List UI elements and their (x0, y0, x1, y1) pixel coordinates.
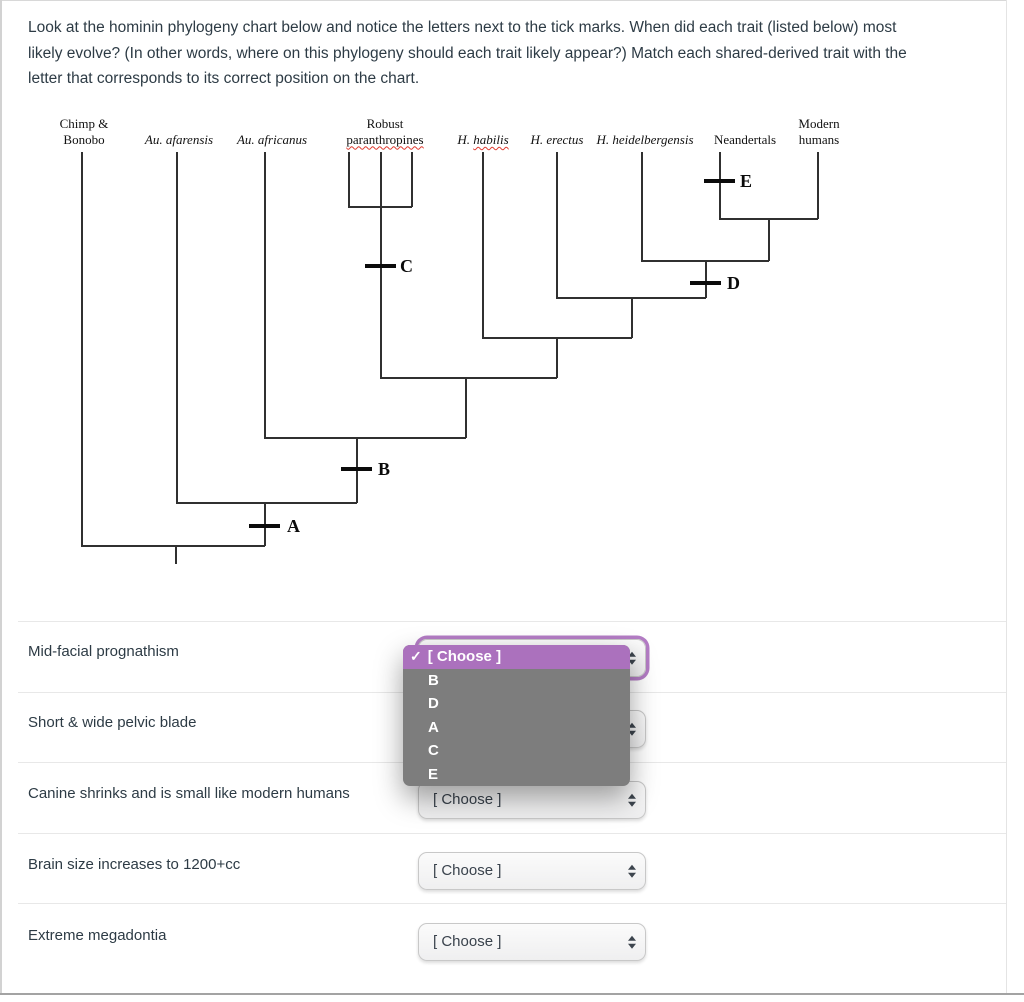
node-bar-neandertal-human (719, 218, 818, 220)
row-separator (18, 903, 1006, 904)
stem-heidelbergensis-clade (705, 260, 707, 298)
tip-line-paranthropine-1 (348, 152, 350, 207)
tip-line-h-erectus (556, 152, 558, 298)
stem-erectus-clade (631, 297, 633, 338)
tip-line-h-habilis (482, 152, 484, 338)
select-stepper-icon (628, 935, 636, 949)
row-separator (18, 621, 1006, 622)
tick-mark-D (690, 281, 721, 286)
trait-label-extreme-megadontia: Extreme megadontia (28, 927, 167, 944)
node-bar-paranthropines (348, 206, 412, 208)
tick-mark-C (365, 264, 396, 269)
tip-line-paranthropine-3 (411, 152, 413, 207)
taxon-label-au-afarensis: Au. afarensis (144, 132, 214, 147)
trait-label-pelvic-blade: Short & wide pelvic blade (28, 714, 197, 731)
trait-label-brain-size: Brain size increases to 1200+cc (28, 856, 241, 873)
trait-label-canine-shrinks: Canine shrinks and is small like modern … (28, 785, 350, 802)
node-bar-afarensis (176, 502, 357, 504)
node-bar-heidelbergensis (641, 260, 769, 262)
stem-neandertal-human-clade (768, 218, 770, 261)
question-line: Look at the hominin phylogeny chart belo… (28, 19, 897, 36)
taxon-label-neandertals: Neandertals (713, 132, 777, 147)
question-line: likely evolve? (In other words, where on… (28, 44, 907, 62)
tip-line-au-afarensis (176, 152, 178, 503)
panel-border-left (0, 0, 2, 994)
question-text: Look at the hominin phylogeny chart belo… (28, 15, 1003, 92)
taxon-label-h-heidelbergensis: H. heidelbergensis (596, 132, 694, 147)
node-bar-root (81, 545, 265, 547)
dropdown-option-A[interactable]: A (428, 718, 439, 736)
dropdown-option-C[interactable]: C (428, 742, 439, 759)
trait-select-brain-size[interactable]: [ Choose ] (418, 852, 646, 890)
tick-letter-C: C (400, 256, 413, 276)
trait-select-extreme-megadontia[interactable]: [ Choose ] (418, 923, 646, 961)
taxon-label-robust-paranthropines: Robust paranthropines (346, 116, 424, 147)
tip-line-modern-humans (817, 152, 819, 219)
tick-letter-D: D (727, 273, 740, 293)
select-stepper-icon (628, 864, 636, 878)
taxon-label-h-erectus: H. erectus (530, 132, 584, 147)
stem-habilis-clade (556, 337, 558, 378)
dropdown-option-B[interactable]: B (428, 671, 439, 689)
node-bar-erectus (556, 297, 706, 299)
root-stem (175, 545, 177, 564)
panel-border-right (1006, 0, 1007, 994)
node-bar-africanus (264, 437, 466, 439)
checkmark-icon: ✓ (410, 648, 422, 664)
tick-mark-A (249, 524, 280, 529)
tick-mark-B (341, 467, 372, 472)
tick-mark-E (704, 179, 735, 184)
select-stepper-icon (628, 651, 636, 665)
panel-border-bottom (0, 993, 1024, 995)
panel-border-top (0, 0, 1007, 1)
tip-line-chimp-bonobo (81, 152, 83, 546)
trait-select-canine-shrinks[interactable]: [ Choose ] (418, 781, 646, 819)
node-bar-habilis (482, 337, 632, 339)
tip-line-h-heidelbergensis (641, 152, 643, 261)
question-line: letter that corresponds to its correct p… (28, 70, 420, 87)
taxon-label-h-habilis: H. habilis (457, 132, 509, 147)
taxon-label-chimp-bonobo: Chimp & Bonobo (59, 116, 109, 147)
tip-line-neandertals (719, 152, 721, 219)
dropdown-option-D[interactable]: D (428, 695, 439, 712)
dropdown-option-choose[interactable]: ✓ [ Choose ] (403, 645, 630, 669)
tick-letter-B: B (378, 459, 391, 479)
taxon-label-modern-humans: Modern humans (798, 116, 840, 147)
taxon-label-au-africanus: Au. africanus (236, 132, 308, 147)
dropdown-option-E[interactable]: E (428, 765, 439, 783)
row-separator (18, 833, 1006, 834)
select-stepper-icon (628, 722, 636, 736)
dropdown-menu: ✓ [ Choose ] B D A C E (403, 645, 630, 786)
trait-label-mid-facial-prognathism: Mid-facial prognathism (28, 643, 179, 660)
tick-letter-E: E (740, 171, 753, 191)
select-stepper-icon (628, 793, 636, 807)
stem-paranthropine-homo-clade (465, 377, 467, 438)
node-bar-paranthropine-homo (380, 377, 557, 379)
tip-line-au-africanus (264, 152, 266, 438)
tick-letter-A: A (287, 516, 300, 536)
